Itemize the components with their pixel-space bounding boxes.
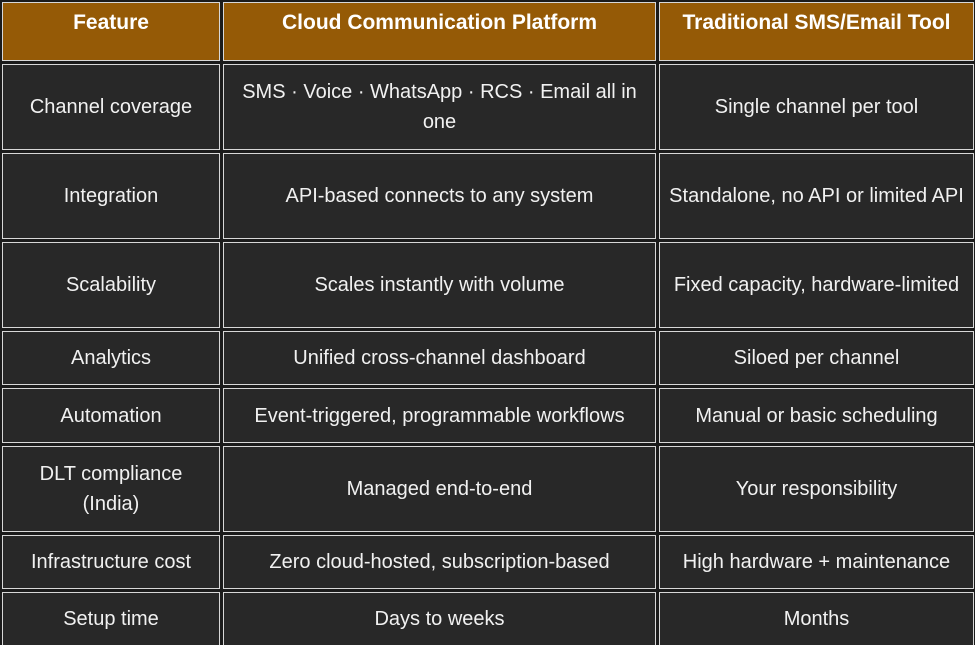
row-infrastructure-cost-traditional: High hardware + maintenance bbox=[659, 535, 974, 589]
row-dlt-compliance-cloud: Managed end-to-end bbox=[223, 446, 656, 532]
row-setup-time-traditional: Months bbox=[659, 592, 974, 645]
row-automation-cloud: Event-triggered, programmable workflows bbox=[223, 388, 656, 443]
row-channel-coverage-cloud: SMS · Voice · WhatsApp · RCS · Email all… bbox=[223, 64, 656, 150]
header-traditional-tool: Traditional SMS/Email Tool bbox=[659, 2, 974, 61]
row-channel-coverage-traditional: Single channel per tool bbox=[659, 64, 974, 150]
row-integration-feature: Integration bbox=[2, 153, 220, 239]
header-cloud-platform: Cloud Communication Platform bbox=[223, 2, 656, 61]
header-feature: Feature bbox=[2, 2, 220, 61]
row-scalability-traditional: Fixed capacity, hardware-limited bbox=[659, 242, 974, 328]
row-dlt-compliance-feature: DLT compliance (India) bbox=[2, 446, 220, 532]
row-setup-time-feature: Setup time bbox=[2, 592, 220, 645]
row-automation-traditional: Manual or basic scheduling bbox=[659, 388, 974, 443]
row-analytics-feature: Analytics bbox=[2, 331, 220, 385]
row-setup-time-cloud: Days to weeks bbox=[223, 592, 656, 645]
row-channel-coverage-feature: Channel coverage bbox=[2, 64, 220, 150]
row-analytics-traditional: Siloed per channel bbox=[659, 331, 974, 385]
row-dlt-compliance-traditional: Your responsibility bbox=[659, 446, 974, 532]
row-automation-feature: Automation bbox=[2, 388, 220, 443]
row-integration-cloud: API-based connects to any system bbox=[223, 153, 656, 239]
row-infrastructure-cost-feature: Infrastructure cost bbox=[2, 535, 220, 589]
row-scalability-feature: Scalability bbox=[2, 242, 220, 328]
row-infrastructure-cost-cloud: Zero cloud-hosted, subscription-based bbox=[223, 535, 656, 589]
row-integration-traditional: Standalone, no API or limited API bbox=[659, 153, 974, 239]
row-scalability-cloud: Scales instantly with volume bbox=[223, 242, 656, 328]
row-analytics-cloud: Unified cross-channel dashboard bbox=[223, 331, 656, 385]
